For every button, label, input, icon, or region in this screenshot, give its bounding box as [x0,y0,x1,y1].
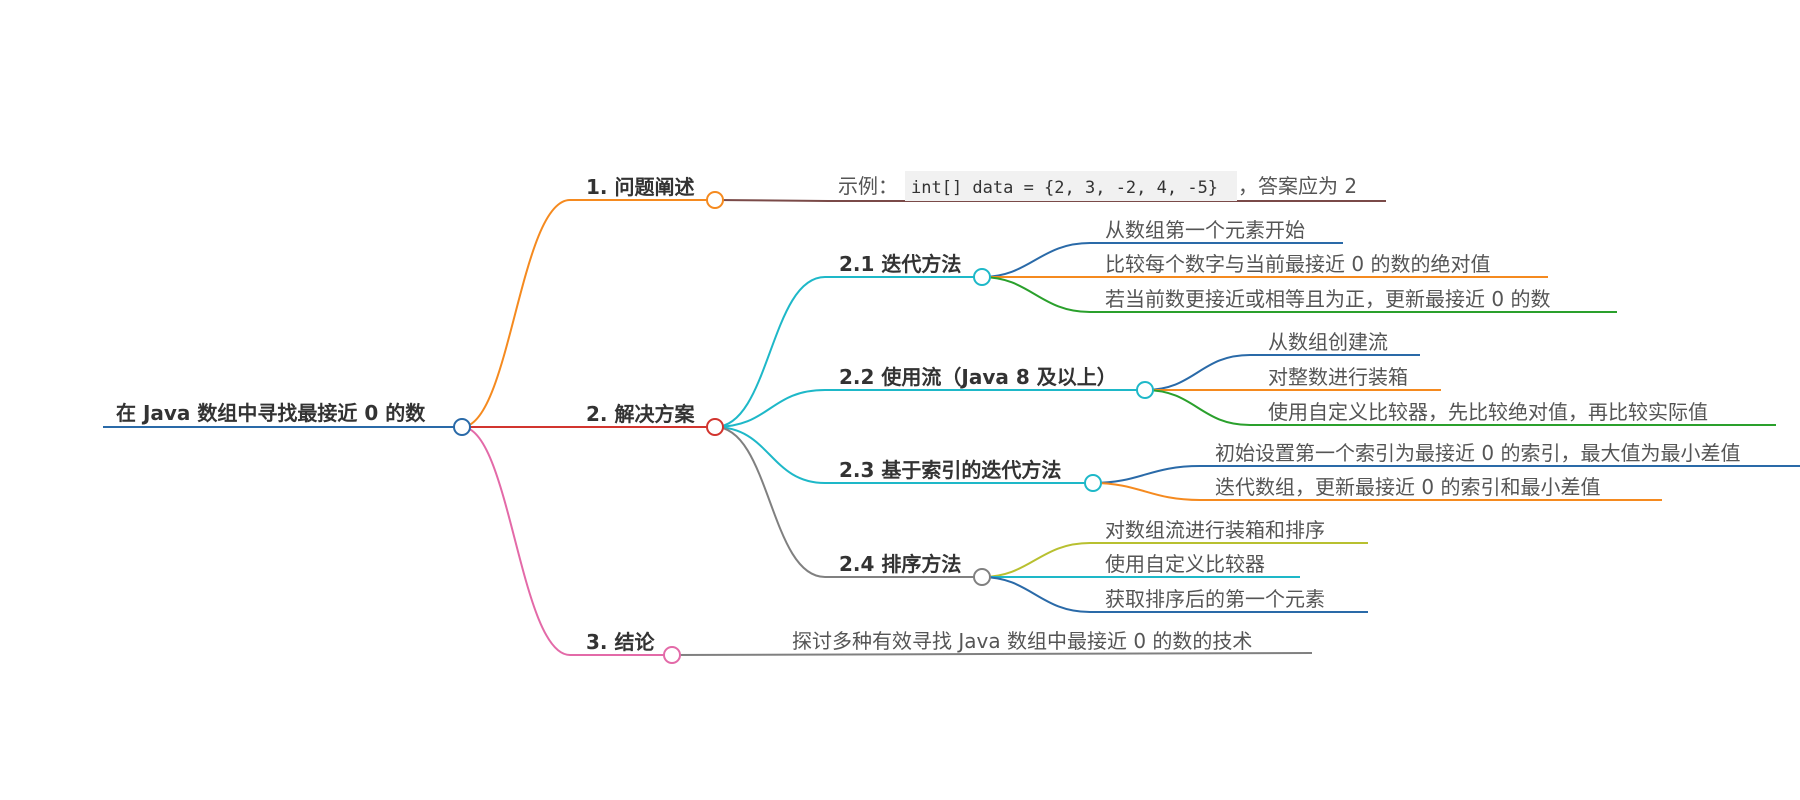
leaf-2-4-3[interactable]: 获取排序后的第一个元素 [1105,587,1325,611]
leaf-2-1-3[interactable]: 若当前数更接近或相等且为正，更新最接近 0 的数 [1105,287,1550,311]
link-b21-leaf-3 [981,276,1617,313]
leaf-2-2-1[interactable]: 从数组创建流 [1268,330,1388,354]
link-b23-leaf-2 [1092,482,1662,501]
example-code: int[] data = {2, 3, -2, 4, -5} [911,178,1218,198]
link-b2-b23 [714,426,1093,484]
b24-toggle[interactable] [973,568,991,586]
b23-toggle[interactable] [1084,474,1102,492]
root-toggle[interactable] [453,418,471,436]
b2-toggle[interactable] [706,418,724,436]
leaf-2-3-2[interactable]: 迭代数组，更新最接近 0 的索引和最小差值 [1215,475,1600,499]
link-b22-leaf-1 [1144,354,1420,391]
link-root-b1 [461,199,715,428]
link-b24-leaf-3 [981,576,1368,613]
b22-toggle[interactable] [1136,381,1154,399]
link-b2-b24 [714,426,982,578]
link-b3-note [671,652,1313,656]
link-b22-leaf-3 [1144,389,1776,426]
root-label[interactable]: 在 Java 数组中寻找最接近 0 的数 [116,401,426,425]
leaf-2-4-1[interactable]: 对数组流进行装箱和排序 [1105,518,1325,542]
b21-toggle[interactable] [973,268,991,286]
link-b24-leaf-1 [981,542,1368,578]
leaf-2-2-2[interactable]: 对整数进行装箱 [1268,365,1408,389]
sub-2-1-label[interactable]: 2.1 迭代方法 [839,252,961,276]
sub-2-4-label[interactable]: 2.4 排序方法 [839,552,961,576]
sub-2-3-label[interactable]: 2.3 基于索引的迭代方法 [839,458,1061,482]
leaf-2-4-2[interactable]: 使用自定义比较器 [1105,552,1265,576]
leaf-2-3-1[interactable]: 初始设置第一个索引为最接近 0 的索引，最大值为最小差值 [1215,441,1740,465]
link-b21-leaf-1 [981,242,1343,278]
b3-toggle[interactable] [663,646,681,664]
node-toggles [453,191,1154,664]
link-root-b3 [461,426,672,656]
leaf-2-2-3[interactable]: 使用自定义比较器，先比较绝对值，再比较实际值 [1268,400,1708,424]
conclusion-text[interactable]: 探讨多种有效寻找 Java 数组中最接近 0 的数的技术 [792,629,1252,653]
connector-lines [103,199,1800,656]
sub-2-2-label[interactable]: 2.2 使用流（Java 8 及以上） [839,365,1117,389]
code-background [905,171,1237,201]
link-b23-leaf-1 [1092,465,1800,484]
node-labels: 在 Java 数组中寻找最接近 0 的数 1. 问题阐述 2. 解决方案 3. … [116,171,1740,654]
link-b2-b21 [714,276,982,428]
example-suffix: ，答案应为 2 [1238,174,1357,198]
link-b2-b22 [714,389,1145,428]
branch-2-label[interactable]: 2. 解决方案 [586,402,695,426]
branch-3-label[interactable]: 3. 结论 [586,630,655,654]
leaf-2-1-1[interactable]: 从数组第一个元素开始 [1105,218,1305,242]
leaf-2-1-2[interactable]: 比较每个数字与当前最接近 0 的数的绝对值 [1105,252,1490,276]
branch-1-label[interactable]: 1. 问题阐述 [586,175,694,199]
b1-toggle[interactable] [706,191,724,209]
example-prefix: 示例： [838,174,898,198]
